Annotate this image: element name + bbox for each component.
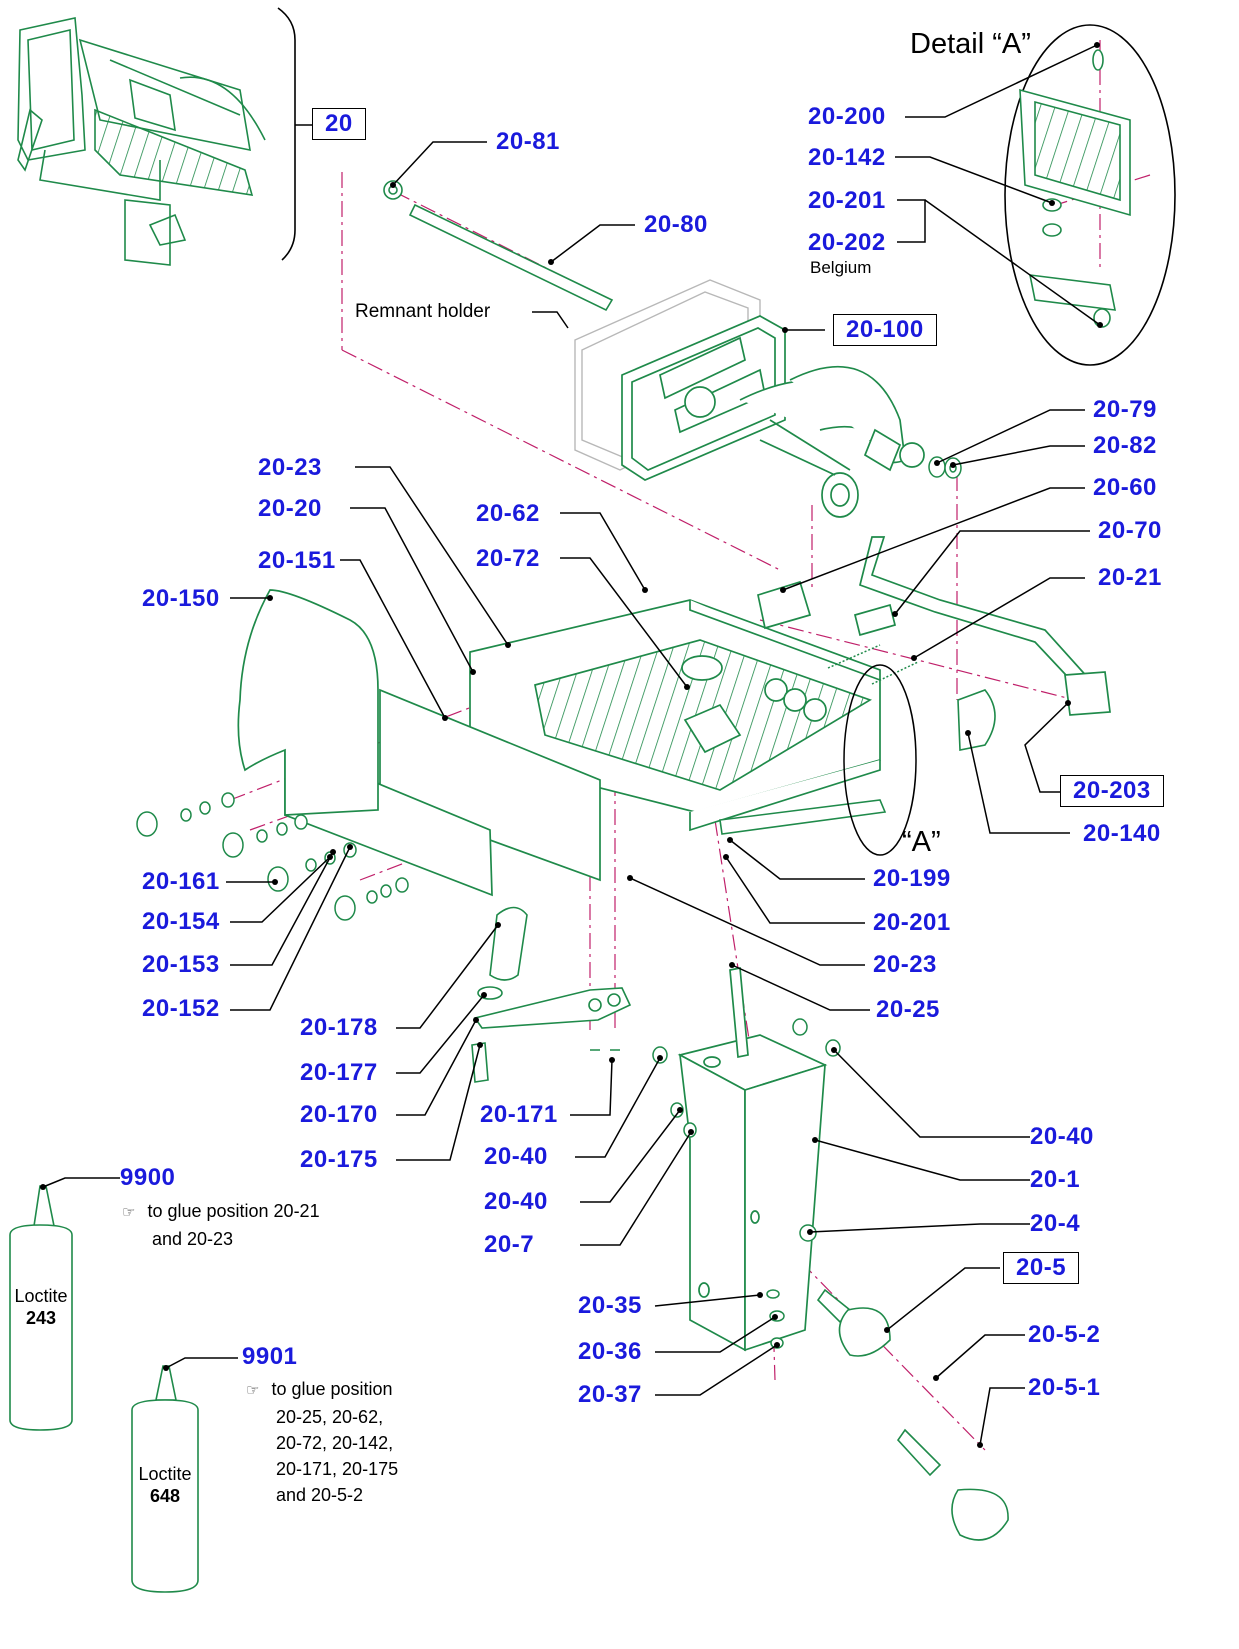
rod-part xyxy=(383,180,614,312)
part-label-20-21: 20-21 xyxy=(1098,564,1162,591)
part-label-20-142: 20-142 xyxy=(808,144,886,171)
detail-a-marker-ellipse xyxy=(843,664,917,856)
glue-note-9901: ☞to glue position 20-25, 20-62, 20-72, 2… xyxy=(246,1379,399,1505)
part-label-20-5-1: 20-5-1 xyxy=(1028,1374,1101,1401)
part-label-20-199: 20-199 xyxy=(873,865,951,892)
detail-a-parts xyxy=(1019,49,1131,328)
part-label-20-62: 20-62 xyxy=(476,500,540,527)
part-label-20-79: 20-79 xyxy=(1093,396,1157,423)
pointing-hand-icon: ☞ xyxy=(122,1204,136,1221)
column-fasteners xyxy=(652,1018,841,1349)
clamp-knob-part xyxy=(816,1288,1009,1541)
part-label-20-82: 20-82 xyxy=(1093,432,1157,459)
crank-arm-part xyxy=(757,536,1111,716)
part-label-20-140: 20-140 xyxy=(1083,820,1161,847)
part-label-20-152: 20-152 xyxy=(142,995,220,1022)
leader-dots xyxy=(40,42,1103,1448)
part-label-20-177: 20-177 xyxy=(300,1059,378,1086)
part-label-20-1: 20-1 xyxy=(1030,1166,1081,1193)
detail-a-ellipse xyxy=(1004,24,1176,366)
side-plate-part xyxy=(237,589,601,897)
part-label-20-4: 20-4 xyxy=(1030,1210,1081,1237)
part-label-20-201: 20-201 xyxy=(873,909,951,936)
bottom-rod-part xyxy=(719,799,887,835)
part-label-20-40-a: 20-40 xyxy=(484,1143,548,1170)
part-label-20-20: 20-20 xyxy=(258,495,322,522)
part-label-20-23-top: 20-23 xyxy=(258,454,322,481)
part-label-20-7: 20-7 xyxy=(484,1231,535,1258)
part-label-20-70: 20-70 xyxy=(1098,517,1162,544)
part-label-20-25: 20-25 xyxy=(876,996,940,1023)
group-bracket xyxy=(277,7,296,261)
part-label-20-175: 20-175 xyxy=(300,1146,378,1173)
part-label-20-200: 20-200 xyxy=(808,103,886,130)
part-label-20-60: 20-60 xyxy=(1093,474,1157,501)
assembly-thumbnail xyxy=(17,17,266,266)
part-label-20-178: 20-178 xyxy=(300,1014,378,1041)
part-label-20-161: 20-161 xyxy=(142,868,220,895)
belgium-caption: Belgium xyxy=(810,258,872,277)
glue-code-9900: 9900 xyxy=(120,1164,176,1191)
assembly-label-20: 20 xyxy=(312,108,366,140)
part-label-20-80: 20-80 xyxy=(644,211,708,238)
part-label-20-36: 20-36 xyxy=(578,1338,642,1365)
part-label-20-5-2: 20-5-2 xyxy=(1028,1321,1101,1348)
part-label-20-40-b: 20-40 xyxy=(484,1188,548,1215)
detail-a-title: Detail “A” xyxy=(910,28,1031,60)
lever-handle-part xyxy=(471,906,632,1083)
part-label-20-23: 20-23 xyxy=(873,951,937,978)
part-label-20-154: 20-154 xyxy=(142,908,220,935)
part-label-20-37: 20-37 xyxy=(578,1381,642,1408)
detail-a-marker: “A” xyxy=(902,826,941,858)
part-label-20-72: 20-72 xyxy=(476,545,540,572)
part-label-20-5: 20-5 xyxy=(1003,1252,1080,1284)
part-label-20-40-c: 20-40 xyxy=(1030,1123,1094,1150)
part-label-20-81: 20-81 xyxy=(496,128,560,155)
carriage-part xyxy=(621,315,925,518)
part-label-20-171: 20-171 xyxy=(480,1101,558,1128)
stop-block-part xyxy=(957,689,996,751)
base-table-part xyxy=(469,599,881,832)
pointing-hand-icon: ☞ xyxy=(246,1382,260,1399)
part-label-20-151: 20-151 xyxy=(258,547,336,574)
part-label-20-100: 20-100 xyxy=(833,314,937,346)
remnant-holder-caption: Remnant holder xyxy=(355,301,491,322)
part-label-20-202: 20-202 xyxy=(808,229,886,256)
part-label-20-35: 20-35 xyxy=(578,1292,642,1319)
part-label-20-150: 20-150 xyxy=(142,585,220,612)
part-label-20-203: 20-203 xyxy=(1060,775,1164,807)
part-label-20-153: 20-153 xyxy=(142,951,220,978)
part-label-20-201-detail: 20-201 xyxy=(808,187,886,214)
glue-code-9901: 9901 xyxy=(242,1343,298,1370)
part-label-20-170: 20-170 xyxy=(300,1101,378,1128)
loctite-bottles xyxy=(9,1185,199,1593)
glue-note-9900: ☞to glue position 20-21 and 20-23 xyxy=(122,1201,320,1249)
leader-lines xyxy=(42,44,1101,1446)
